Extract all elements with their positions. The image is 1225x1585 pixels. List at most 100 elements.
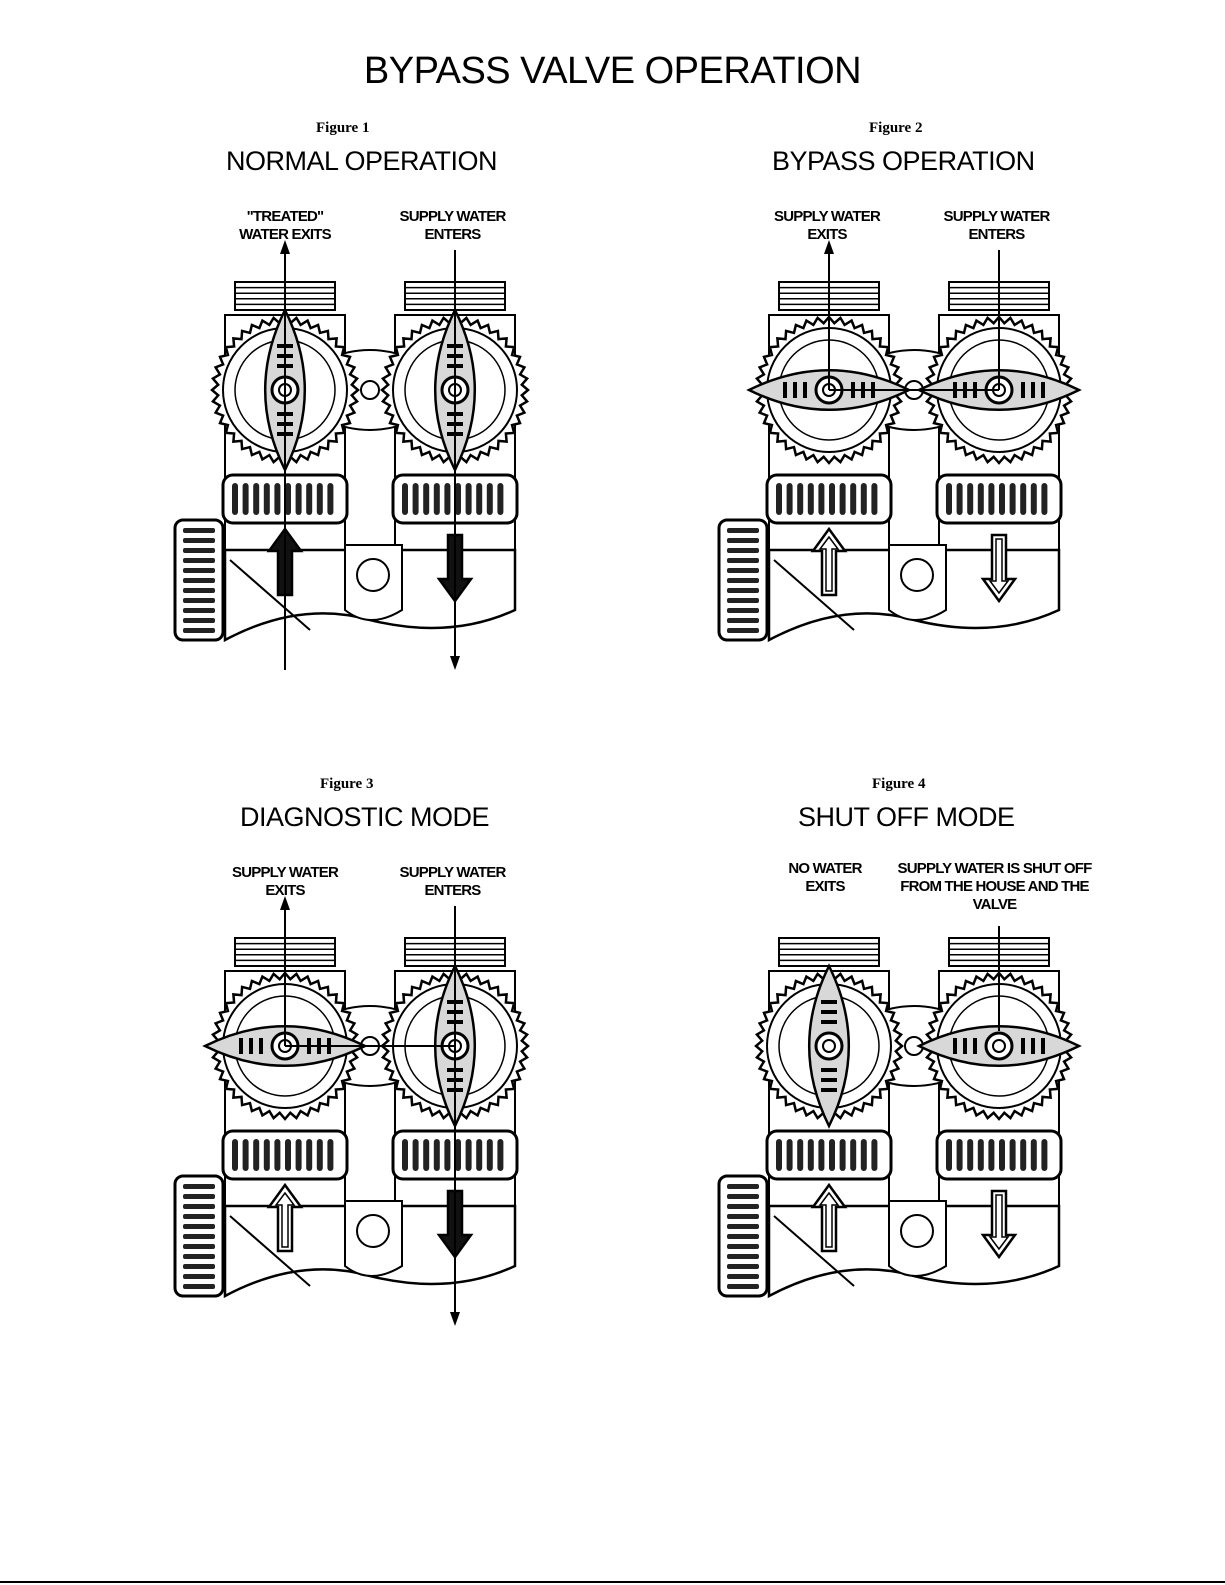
right-coupling-nut-rib	[476, 1139, 483, 1171]
left-flow-label: SUPPLY WATER EXITS	[232, 864, 339, 899]
left-coupling-nut-rib	[327, 1139, 334, 1171]
right-coupling-nut-rib	[977, 1139, 984, 1171]
bracket-hole	[356, 1214, 390, 1248]
side-port-rib	[183, 1184, 215, 1189]
left-coupling-nut-rib	[829, 483, 835, 515]
side-port-fitting	[173, 518, 225, 642]
right-handle-mark	[973, 1038, 977, 1054]
right-flow-line-arrowhead	[450, 656, 460, 670]
right-coupling-nut-rib	[988, 483, 995, 515]
left-coupling-nut-rib	[860, 483, 867, 515]
right-coupling-nut-rib	[433, 1139, 440, 1171]
right-coupling-nut	[935, 473, 1063, 525]
left-coupling-nut-rib	[839, 1139, 846, 1171]
right-coupling-nut-rib	[486, 483, 493, 515]
left-handle-mark	[821, 1010, 837, 1014]
right-coupling-nut-rib	[946, 483, 952, 515]
page-title: BYPASS VALVE OPERATION	[363, 50, 862, 92]
right-handle-mark	[1031, 1038, 1035, 1054]
side-port-rib	[183, 548, 215, 553]
left-handle-mark	[821, 1000, 837, 1004]
left-coupling-nut-rib	[776, 1139, 782, 1171]
left-coupling-nut-rib	[274, 483, 281, 515]
side-port-rib	[183, 1274, 215, 1279]
left-coupling-nut-rib	[327, 483, 334, 515]
side-port-rib	[183, 528, 215, 533]
right-coupling-nut-rib	[967, 1139, 974, 1171]
right-flow-direction-arrow	[980, 1189, 1018, 1260]
body-edge-line	[773, 559, 855, 631]
left-flow-direction-arrow-inner	[274, 1191, 296, 1248]
right-coupling-nut-rib	[423, 483, 430, 515]
right-coupling-nut	[935, 1129, 1063, 1181]
left-coupling-nut-rib	[232, 1139, 238, 1171]
left-coupling-nut-rib	[786, 483, 793, 515]
figure-number: Figure 1	[316, 120, 370, 136]
left-coupling-nut-rib	[818, 483, 825, 515]
bracket-hole	[900, 558, 934, 592]
left-coupling-nut-rib	[850, 1139, 857, 1171]
left-coupling-nut	[765, 1129, 893, 1181]
side-port-rib	[183, 558, 215, 563]
side-port-rib	[727, 1244, 759, 1249]
side-port-rib	[727, 588, 759, 593]
side-port-rib	[727, 1204, 759, 1209]
side-port-rib	[727, 568, 759, 573]
right-handle-mark	[1021, 1038, 1025, 1054]
side-port-rib	[727, 598, 759, 603]
left-coupling-nut-rib	[316, 1139, 323, 1171]
side-port-rib	[183, 1194, 215, 1199]
side-port-rib	[183, 608, 215, 613]
side-port-rib	[183, 1254, 215, 1259]
right-coupling-nut-rib	[999, 1139, 1005, 1171]
left-coupling-nut-rib	[274, 1139, 281, 1171]
right-coupling-nut-rib	[999, 483, 1005, 515]
body-edge-line	[229, 559, 311, 631]
left-handle-mark	[793, 382, 797, 398]
left-coupling-nut-rib	[263, 483, 270, 515]
right-flow-direction-arrow-inner	[988, 1194, 1010, 1251]
right-coupling-nut-rib	[412, 1139, 419, 1171]
left-coupling-nut-rib	[253, 1139, 260, 1171]
right-handle-mark	[1041, 1038, 1045, 1054]
right-coupling-nut-rib	[497, 1139, 504, 1171]
left-handle-mark	[239, 1038, 243, 1054]
left-handle-mark	[783, 382, 787, 398]
left-coupling-nut-rib	[786, 1139, 793, 1171]
figure-number: Figure 3	[320, 776, 374, 792]
bracket-hole	[900, 1214, 934, 1248]
left-coupling-nut-rib	[807, 1139, 814, 1171]
right-coupling-nut-rib	[1009, 483, 1016, 515]
left-coupling-nut-rib	[285, 483, 291, 515]
left-flow-direction-arrow	[810, 1182, 848, 1253]
left-coupling-nut-rib	[295, 1139, 302, 1171]
left-coupling-nut-rib	[242, 483, 249, 515]
right-coupling-nut-rib	[402, 1139, 408, 1171]
right-coupling-nut-rib	[1030, 1139, 1037, 1171]
left-flow-direction-arrow	[266, 1182, 304, 1253]
left-coupling-nut-rib	[306, 1139, 313, 1171]
side-port-rib	[727, 1184, 759, 1189]
body-edge-line	[229, 1215, 311, 1287]
page-bottom-rule	[0, 1581, 1225, 1583]
side-port-rib	[727, 538, 759, 543]
bypass-valve-diagram	[717, 926, 1082, 1299]
side-port-rib	[727, 608, 759, 613]
left-coupling-nut-rib	[871, 1139, 878, 1171]
left-coupling-nut-rib	[839, 483, 846, 515]
right-knob-center	[992, 1039, 1006, 1053]
side-port-rib	[727, 578, 759, 583]
left-coupling-nut-rib	[776, 483, 782, 515]
side-port-rib	[183, 618, 215, 623]
right-coupling-nut-rib	[433, 483, 440, 515]
left-flow-label: SUPPLY WATER EXITS	[774, 208, 881, 243]
left-handle-mark	[821, 1078, 837, 1082]
left-coupling-nut-rib	[807, 483, 814, 515]
left-handle-mark	[803, 382, 807, 398]
right-coupling-nut-rib	[455, 483, 461, 515]
mode-title: SHUT OFF MODE	[798, 802, 1015, 832]
mode-title: NORMAL OPERATION	[226, 146, 498, 176]
left-valve-knob	[754, 963, 904, 1129]
left-flow-label: "TREATED" WATER EXITS	[239, 208, 332, 243]
right-flow-line-arrowhead	[450, 1312, 460, 1326]
